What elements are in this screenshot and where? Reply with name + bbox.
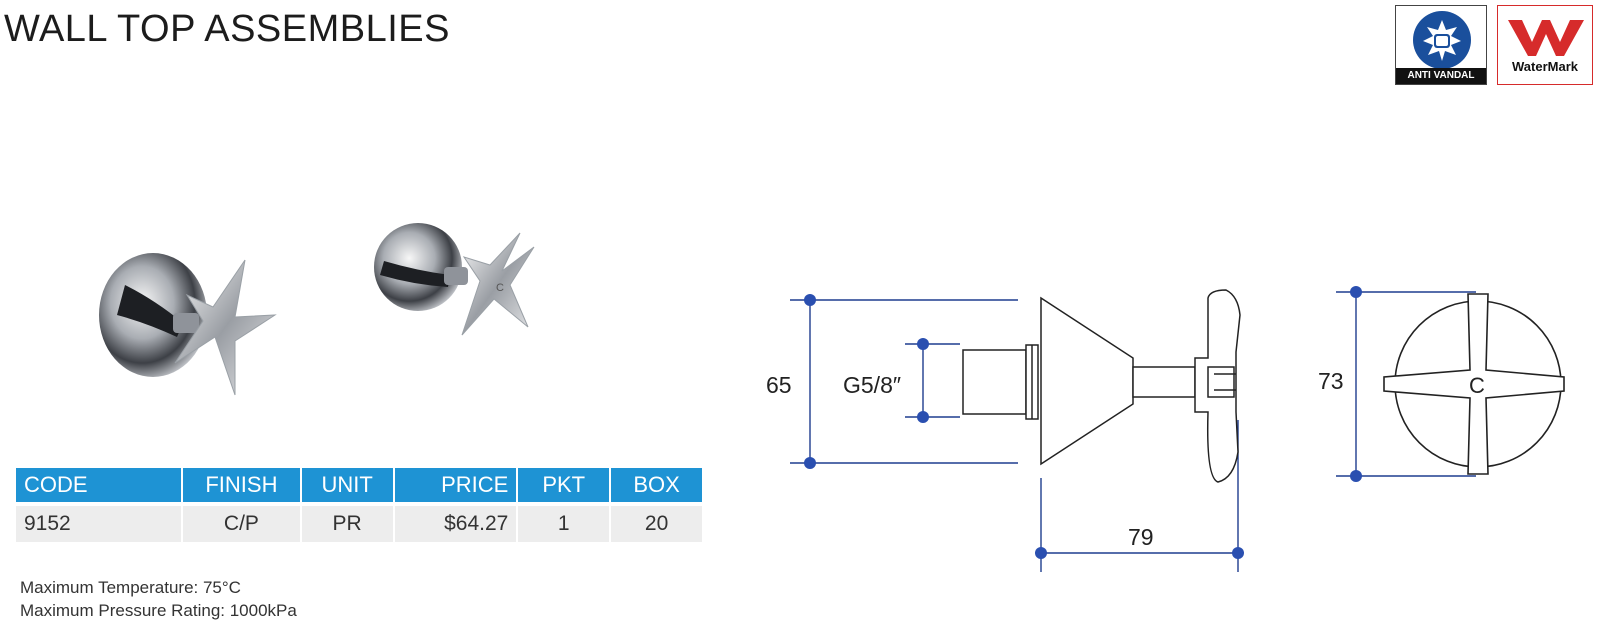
cell-price: $64.27 — [394, 502, 517, 542]
cell-unit: PR — [301, 502, 393, 542]
dim-length-label: 79 — [1128, 524, 1154, 550]
page-title: WALL TOP ASSEMBLIES — [4, 8, 450, 50]
dim-handle-label: 73 — [1318, 368, 1344, 394]
spec-table-header-row: CODE FINISH UNIT PRICE PKT BOX — [16, 468, 702, 502]
technical-drawing: 65 G5/8″ 79 73 C — [740, 270, 1590, 580]
tap-front-view — [1383, 293, 1565, 475]
header-unit: UNIT — [301, 468, 393, 502]
dim-height-label: 65 — [766, 372, 792, 398]
anti-vandal-fist-icon — [1413, 11, 1471, 69]
spec-table: CODE FINISH UNIT PRICE PKT BOX 9152 C/P … — [14, 468, 704, 542]
header-code: CODE — [16, 468, 182, 502]
header-box: BOX — [611, 468, 702, 502]
watermark-badge: WaterMark — [1497, 5, 1593, 85]
spec-max-pressure: Maximum Pressure Rating: 1000kPa — [20, 601, 297, 620]
tap-side-view — [962, 289, 1241, 483]
dimension-points — [804, 286, 1362, 559]
tap-photo-c-mark: C — [496, 282, 504, 294]
cell-pkt: 1 — [518, 502, 610, 542]
handle-c-mark: C — [1469, 373, 1485, 398]
tap-photo-right: C — [370, 215, 540, 350]
header-pkt: PKT — [518, 468, 610, 502]
table-row: 9152 C/P PR $64.27 1 20 — [16, 502, 702, 542]
cell-box: 20 — [611, 502, 702, 542]
dim-thread-label: G5/8″ — [843, 372, 901, 398]
cell-code: 9152 — [16, 502, 182, 542]
watermark-w-icon — [1508, 20, 1584, 56]
header-finish: FINISH — [183, 468, 300, 502]
header-price: PRICE — [394, 468, 517, 502]
cell-finish: C/P — [183, 502, 300, 542]
spec-max-temperature: Maximum Temperature: 75°C — [20, 578, 241, 597]
anti-vandal-label: ANTI VANDAL — [1396, 68, 1486, 84]
watermark-label: WaterMark — [1512, 59, 1578, 74]
anti-vandal-badge: ANTI VANDAL — [1395, 5, 1487, 85]
tap-photo-left — [95, 245, 285, 415]
